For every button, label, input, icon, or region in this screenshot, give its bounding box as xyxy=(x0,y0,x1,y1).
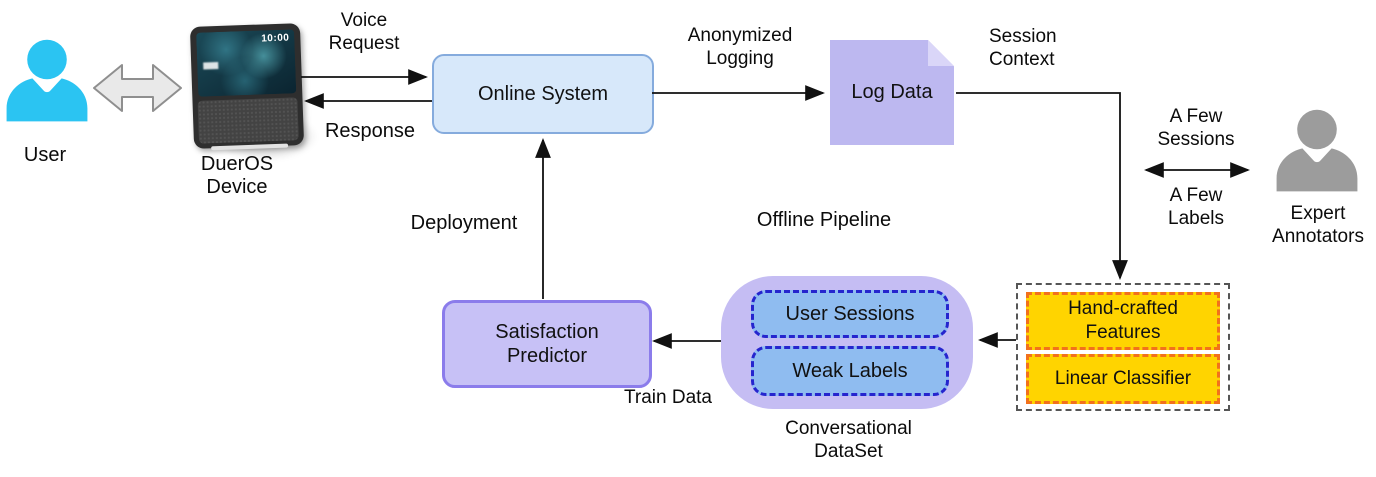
session-context-label: Session Context xyxy=(989,26,1057,70)
log-data-node: Log Data xyxy=(830,40,954,145)
log-data-label: Log Data xyxy=(851,81,933,103)
a-few-sessions-label: A Few Sessions xyxy=(1157,106,1235,150)
expert-annotators-label: Expert Annotators xyxy=(1272,203,1364,247)
a-few-labels-label: A Few Labels xyxy=(1168,185,1224,229)
satisfaction-predictor-label: Satisfaction Predictor xyxy=(495,321,599,367)
device-screen: 10:00 xyxy=(196,29,297,97)
user-sessions-label: User Sessions xyxy=(785,302,915,325)
response-label: Response xyxy=(324,120,416,142)
conversational-dataset-label: Conversational DataSet xyxy=(785,418,912,462)
deployment-label: Deployment xyxy=(410,212,518,234)
dueros-device-image: 10:00 xyxy=(189,23,305,151)
anonymized-logging-label: Anonymized Logging xyxy=(687,25,793,69)
voice-request-label: Voice Request xyxy=(328,10,400,54)
user-sessions-node: User Sessions xyxy=(751,290,949,338)
expert-annotators-icon xyxy=(1271,108,1363,194)
offline-pipeline-label: Offline Pipeline xyxy=(756,209,892,231)
user-device-double-arrow xyxy=(93,64,182,112)
hand-crafted-features-label: Hand-crafted Features xyxy=(1068,298,1178,343)
linear-classifier-label: Linear Classifier xyxy=(1054,368,1192,389)
user-label: User xyxy=(23,144,67,166)
weak-labels-label: Weak Labels xyxy=(792,359,908,382)
linear-classifier-node: Linear Classifier xyxy=(1026,354,1220,404)
user-icon xyxy=(4,36,90,126)
device-screen-time: 10:00 xyxy=(261,32,290,45)
edge-session-context xyxy=(956,92,1128,280)
satisfaction-predictor-node: Satisfaction Predictor xyxy=(442,300,652,388)
train-data-label: Train Data xyxy=(624,387,712,408)
weak-labels-node: Weak Labels xyxy=(751,346,949,396)
hand-crafted-features-node: Hand-crafted Features xyxy=(1026,292,1220,350)
online-system-node: Online System xyxy=(432,54,654,134)
dueros-device-label: DuerOS Device xyxy=(200,153,274,198)
online-system-label: Online System xyxy=(477,83,609,105)
